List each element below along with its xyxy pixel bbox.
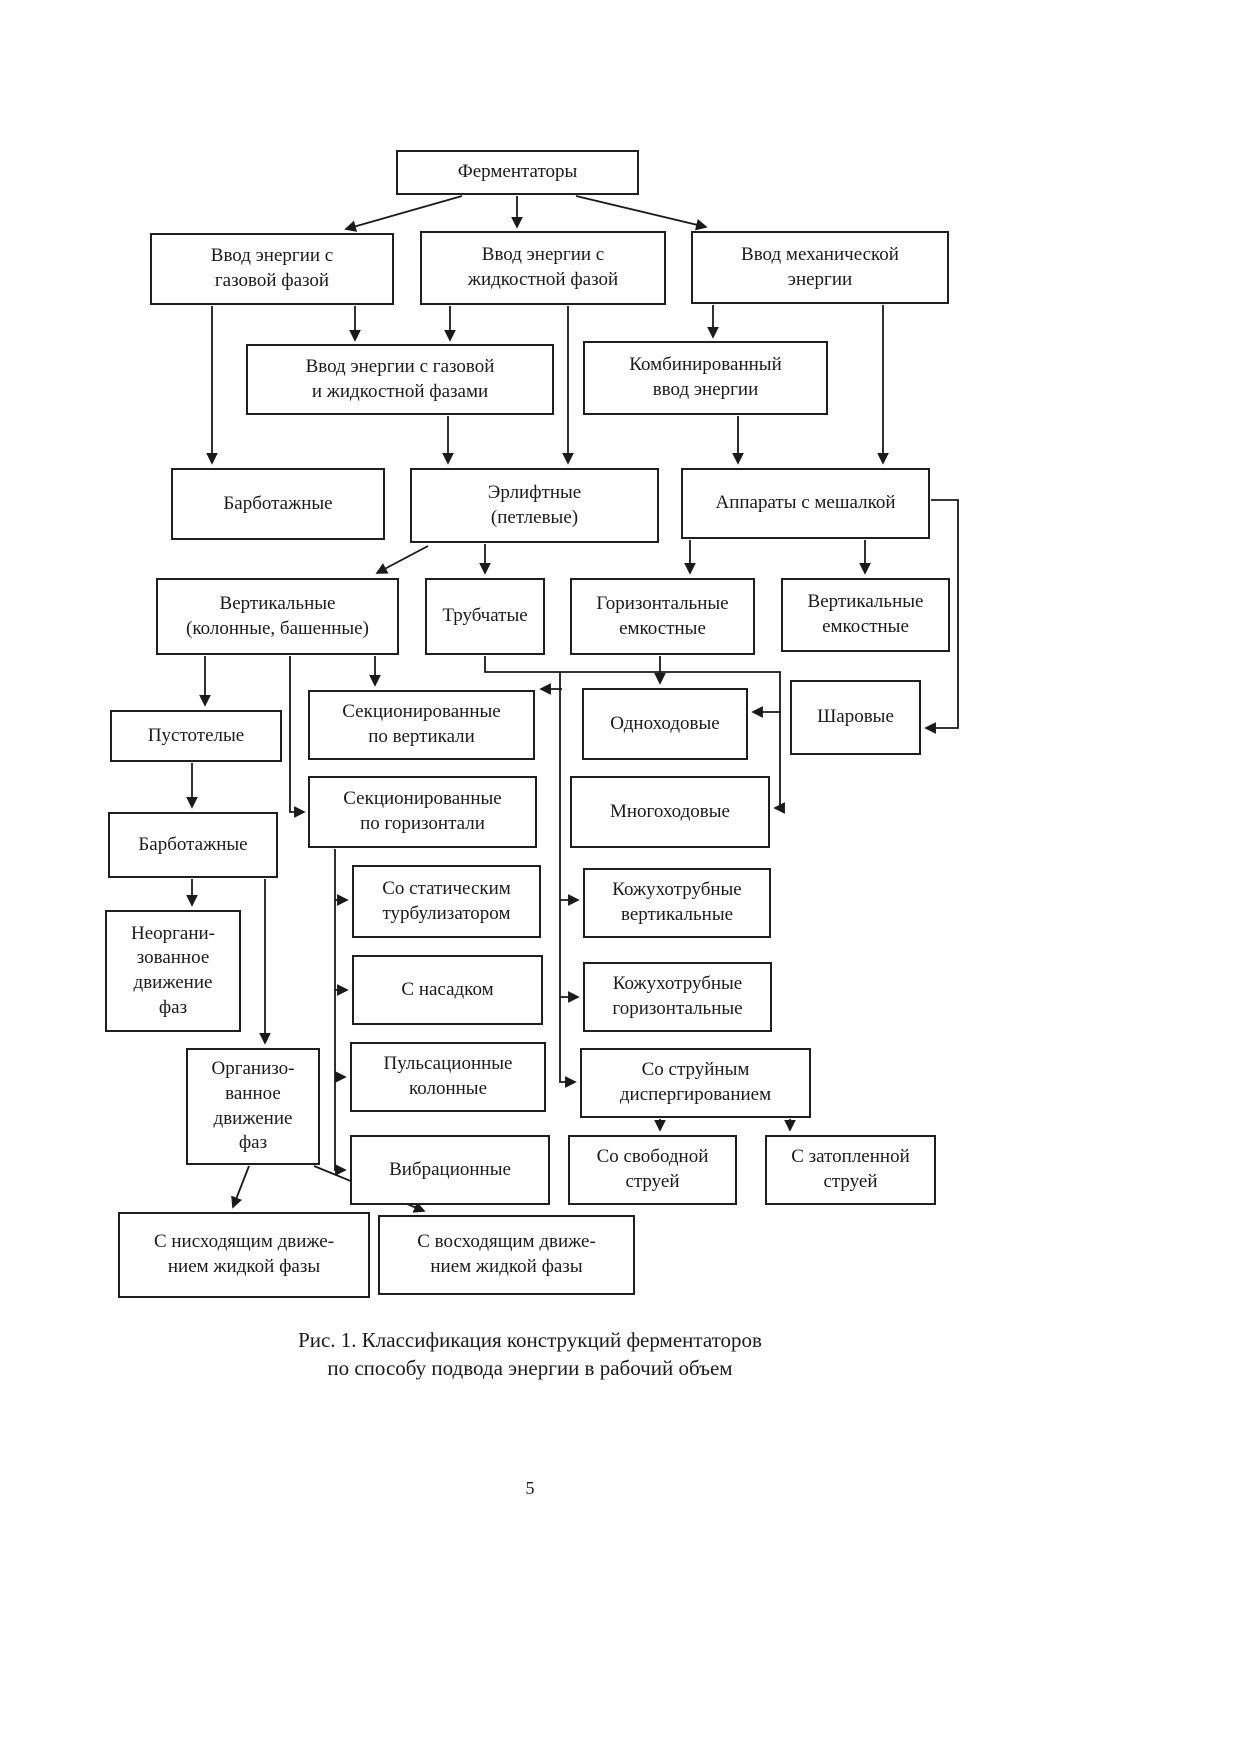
node-energy-gas-liquid-label: Ввод энергии с газовой и жидкостной фаза… — [305, 355, 495, 402]
node-combined-label: Комбинированный ввод энергии — [629, 354, 782, 400]
node-vertical-column: Вертикальные (колонные, башенные) — [156, 578, 399, 655]
node-sectioned-vertical: Секционированные по вертикали — [308, 690, 535, 760]
node-free-jet-label: Со свободной струей — [596, 1146, 709, 1192]
node-airlift-label: Эрлифтные (петлевые) — [487, 481, 582, 528]
node-sectioned-vertical-label: Секционированные по вертикали — [342, 701, 501, 747]
node-unorganized: Неоргани- зованное движение фаз — [105, 910, 241, 1032]
node-vertical-column-label: Вертикальные (колонные, башенные) — [186, 592, 369, 639]
node-packed-label: С насадком — [401, 978, 494, 1000]
node-bubbling-moving: Барботажные — [108, 812, 278, 878]
arrow — [575, 195, 708, 231]
node-static-turbulizer: Со статическим турбулизатором — [352, 865, 541, 938]
node-multi-pass: Многоходовые — [570, 776, 770, 848]
node-energy-gas-liquid: Ввод энергии с газовой и жидкостной фаза… — [246, 344, 554, 415]
node-pulsation-columns-label: Пульсационные колонные — [383, 1053, 513, 1099]
node-stirred: Аппараты с мешалкой — [681, 468, 930, 539]
node-energy-gas: Ввод энергии с газовой фазой — [150, 233, 394, 305]
figure-caption: Рис. 1. Классификация конструкций фермен… — [298, 1328, 762, 1381]
node-energy-gas-label: Ввод энергии с газовой фазой — [210, 245, 334, 291]
node-combined: Комбинированный ввод энергии — [583, 341, 828, 415]
node-vertical-tank: Вертикальные емкостные — [781, 578, 950, 652]
node-shell-tube-horizontal: Кожухотрубные горизонтальные — [583, 962, 772, 1032]
node-hollow: Пустотелые — [110, 710, 282, 762]
node-descending: С нисходящим движе- нием жидкой фазы — [118, 1212, 370, 1298]
node-tubular: Трубчатые — [425, 578, 545, 655]
arrow — [289, 656, 306, 818]
arrow — [344, 195, 463, 232]
node-submerged-jet: С затопленной струей — [765, 1135, 936, 1205]
node-unorganized-label: Неоргани- зованное движение фаз — [130, 922, 216, 1018]
node-shell-tube-vertical: Кожухотрубные вертикальные — [583, 868, 771, 938]
node-shell-tube-vertical-label: Кожухотрубные вертикальные — [612, 879, 742, 925]
node-organized-label: Организо- ванное движение фаз — [211, 1058, 295, 1154]
node-stirred-label: Аппараты с мешалкой — [715, 492, 896, 514]
node-submerged-jet-label: С затопленной струей — [791, 1146, 910, 1192]
node-horizontal-tank-label: Горизонтальные емкостные — [596, 592, 729, 639]
node-fermentatory: Ферментаторы — [396, 150, 639, 195]
node-static-turbulizer-label: Со статическим турбулизатором — [382, 877, 511, 924]
node-spherical: Шаровые — [790, 680, 921, 755]
arrow — [559, 672, 577, 1088]
node-fermentatory-label: Ферментаторы — [457, 161, 578, 183]
node-multi-pass-label: Многоходовые — [610, 800, 730, 822]
node-vibration-label: Вибрационные — [389, 1158, 511, 1180]
node-energy-liquid-label: Ввод энергии с жидкостной фазой — [467, 244, 619, 290]
node-energy-liquid: Ввод энергии с жидкостной фазой — [420, 231, 666, 305]
node-single-pass-label: Одноходовые — [610, 712, 720, 734]
node-vibration: Вибрационные — [350, 1135, 550, 1205]
node-descending-label: С нисходящим движе- нием жидкой фазы — [153, 1231, 335, 1277]
node-jet-dispersion-label: Со струйным диспергированием — [619, 1059, 772, 1105]
node-energy-mech-label: Ввод механической энергии — [741, 243, 899, 290]
node-ascending: С восходящим движе- нием жидкой фазы — [378, 1215, 635, 1295]
node-bubbling-columns: Барботажные — [171, 468, 385, 540]
arrow — [375, 545, 429, 574]
node-free-jet: Со свободной струей — [568, 1135, 737, 1205]
node-energy-mech: Ввод механической энергии — [691, 231, 949, 304]
node-hollow-label: Пустотелые — [147, 724, 245, 746]
node-sectioned-horizontal: Секционированные по горизонтали — [308, 776, 537, 848]
arrow — [231, 1165, 250, 1209]
node-jet-dispersion: Со струйным диспергированием — [580, 1048, 811, 1118]
node-shell-tube-horizontal-label: Кожухотрубные горизонтальные — [612, 973, 743, 1019]
node-single-pass: Одноходовые — [582, 688, 748, 760]
node-vertical-tank-label: Вертикальные емкостные — [807, 591, 924, 637]
node-airlift: Эрлифтные (петлевые) — [410, 468, 659, 543]
node-bubbling-columns-label: Барботажные — [223, 492, 333, 514]
arrow — [334, 849, 347, 1176]
node-ascending-label: С восходящим движе- нием жидкой фазы — [417, 1231, 596, 1277]
node-pulsation-columns: Пульсационные колонные — [350, 1042, 546, 1112]
node-sectioned-horizontal-label: Секционированные по горизонтали — [343, 788, 502, 834]
page-number: 5 — [525, 1478, 535, 1498]
node-spherical-label: Шаровые — [817, 706, 894, 728]
node-horizontal-tank: Горизонтальные емкостные — [570, 578, 755, 655]
node-packed: С насадком — [352, 955, 543, 1025]
node-bubbling-moving-label: Барботажные — [138, 833, 248, 855]
node-tubular-label: Трубчатые — [442, 605, 528, 627]
node-organized: Организо- ванное движение фаз — [186, 1048, 320, 1165]
